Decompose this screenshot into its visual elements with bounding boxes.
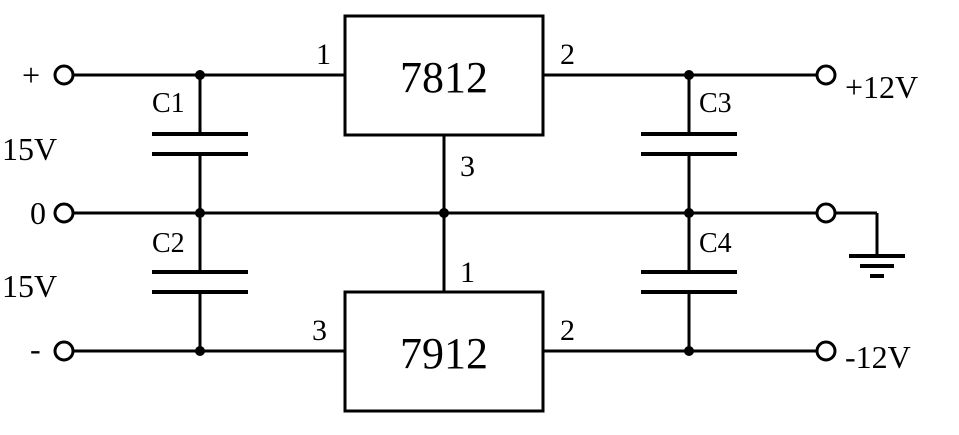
junction-dot (684, 208, 694, 218)
label-upper-voltage: 15V (2, 131, 57, 167)
junction-dot (684, 70, 694, 80)
pin-7912-gnd: 1 (460, 256, 475, 289)
label-output-positive: +12V (845, 69, 918, 105)
regulator-7812-box (343, 14, 545, 137)
ground-symbol-icon (849, 254, 905, 278)
label-c4: C4 (699, 228, 732, 259)
junction-dot (684, 346, 694, 356)
terminal-plus-input (53, 64, 75, 86)
regulator-7912-label: 7912 (400, 329, 488, 378)
label-c3: C3 (699, 88, 732, 119)
regulator-7812-label: 7812 (400, 53, 488, 102)
regulator-7912-box (343, 290, 545, 413)
label-c2: C2 (152, 228, 185, 259)
junction-dot (195, 70, 205, 80)
terminal-plus12-output (815, 64, 837, 86)
terminal-minus-input (53, 340, 75, 362)
pin-7912-in: 3 (312, 314, 327, 347)
label-plus: + (22, 57, 40, 93)
pin-7812-gnd: 3 (460, 150, 475, 183)
pin-7812-out: 2 (560, 38, 575, 71)
label-lower-voltage: 15V (2, 268, 57, 304)
label-output-negative: -12V (845, 339, 911, 375)
junction-dot (195, 346, 205, 356)
label-zero: 0 (30, 195, 46, 231)
terminal-ground-output (815, 202, 837, 224)
junction-dot (195, 208, 205, 218)
junction-dot (439, 208, 449, 218)
pin-7912-out: 2 (560, 314, 575, 347)
terminal-zero-input (53, 202, 75, 224)
label-minus: - (30, 331, 41, 367)
terminal-minus12-output (815, 340, 837, 362)
pin-7812-in: 1 (316, 38, 331, 71)
label-c1: C1 (152, 88, 185, 119)
